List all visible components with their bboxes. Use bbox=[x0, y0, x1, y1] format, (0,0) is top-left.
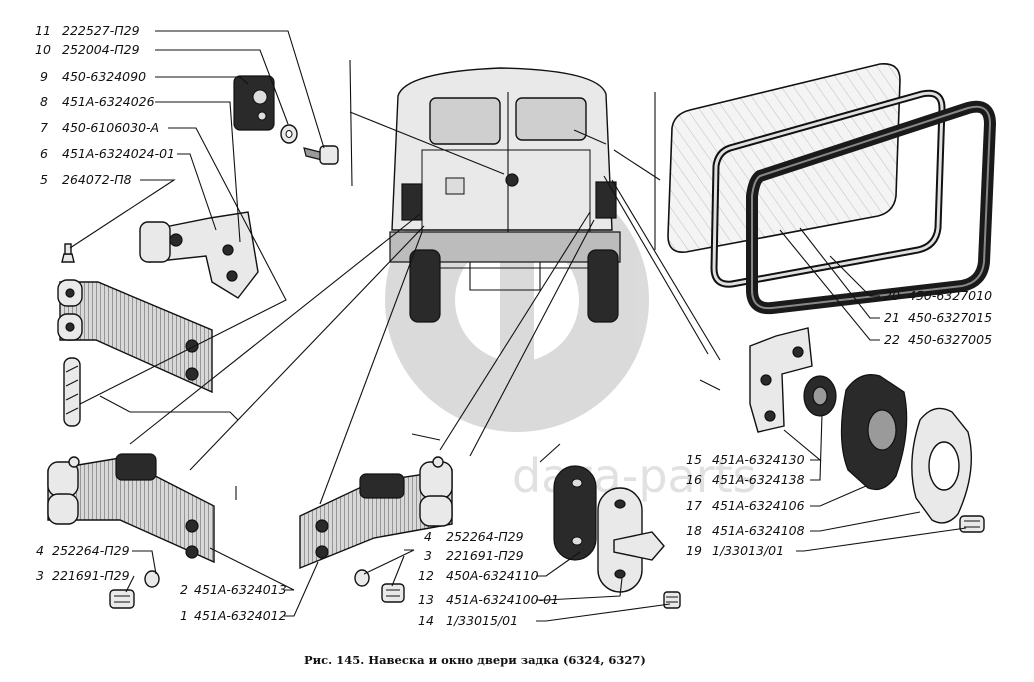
pad-12 bbox=[553, 465, 597, 561]
callout-3-left-code: 221691-П29 bbox=[52, 568, 130, 583]
bracket-15 bbox=[749, 327, 813, 433]
callout-4-right-code: 252264-П29 bbox=[446, 529, 524, 544]
frame-22 bbox=[746, 100, 997, 315]
callout-4-right: 4 bbox=[424, 529, 432, 544]
callout-13: 13 bbox=[418, 592, 434, 607]
callout-6: 6 bbox=[40, 146, 48, 161]
callout-11: 11 bbox=[35, 23, 51, 38]
figure-caption: Рис. 145. Навеска и окно двери задка (63… bbox=[304, 653, 646, 667]
screw-19 bbox=[959, 515, 985, 533]
callout-15: 15 bbox=[686, 452, 702, 467]
washer-4-left bbox=[144, 570, 160, 588]
callout-1: 1 bbox=[180, 608, 188, 623]
callout-21: 21 bbox=[884, 310, 900, 325]
callout-12-code: 450А-6324110 bbox=[446, 568, 539, 583]
callout-11-code: 222527-П29 bbox=[62, 23, 140, 38]
callout-12: 12 bbox=[418, 568, 434, 583]
callout-4-left-code: 252264-П29 bbox=[52, 543, 130, 558]
callout-10-code: 252004-П29 bbox=[62, 42, 140, 57]
callout-6-code: 451А-6324024-01 bbox=[62, 146, 175, 161]
buffer-16 bbox=[803, 375, 837, 417]
cap-9 bbox=[233, 75, 275, 131]
hinge-1-2-left bbox=[47, 453, 215, 564]
window-glass-20 bbox=[667, 63, 901, 253]
callout-17: 17 bbox=[686, 498, 702, 513]
hinge-bracket-6 bbox=[139, 211, 259, 299]
hinge-leaf-upper bbox=[57, 279, 213, 394]
callout-22: 22 bbox=[884, 332, 900, 347]
callout-22-code: 450-6327005 bbox=[908, 332, 992, 347]
vehicle-rear-view bbox=[389, 67, 621, 323]
callout-19-code: 1/33013/01 bbox=[712, 543, 784, 558]
hinge-1-2-right bbox=[299, 456, 453, 570]
callout-5-code: 264072-П8 bbox=[62, 172, 132, 187]
screw-14 bbox=[663, 591, 681, 609]
grease-nipple-5 bbox=[61, 243, 75, 263]
callout-19: 19 bbox=[686, 543, 702, 558]
callout-20: 20 bbox=[884, 288, 900, 303]
callout-14-code: 1/33015/01 bbox=[446, 613, 518, 628]
callout-7-code: 450-6106030-А bbox=[62, 120, 159, 135]
callout-16: 16 bbox=[686, 472, 702, 487]
callout-2-code: 451А-6324013 bbox=[194, 582, 287, 597]
washer-10 bbox=[280, 124, 298, 144]
callout-10: 10 bbox=[35, 42, 51, 57]
callout-3-right: 3 bbox=[424, 548, 432, 563]
retainer-17 bbox=[840, 374, 908, 491]
bolt-3-right bbox=[381, 583, 405, 603]
washer-4-right bbox=[354, 569, 370, 587]
bolt-3-left bbox=[109, 589, 135, 609]
callout-16-code: 451А-6324138 bbox=[712, 472, 805, 487]
callout-7: 7 bbox=[40, 120, 48, 135]
callout-8: 8 bbox=[40, 94, 48, 109]
bolt-11 bbox=[303, 145, 339, 165]
callout-3-left: 3 bbox=[36, 568, 44, 583]
seal-21 bbox=[710, 89, 946, 288]
callout-8-code: 451А-6324026 bbox=[62, 94, 155, 109]
callout-3-right-code: 221691-П29 bbox=[446, 548, 524, 563]
callout-2: 2 bbox=[180, 582, 188, 597]
callout-14: 14 bbox=[418, 613, 434, 628]
callout-5: 5 bbox=[40, 172, 48, 187]
callout-20-code: 450-6327010 bbox=[908, 288, 992, 303]
callout-9: 9 bbox=[40, 69, 48, 84]
gasket-18 bbox=[911, 407, 972, 524]
hinge-pin-7 bbox=[63, 357, 81, 427]
callout-15-code: 451А-6324130 bbox=[712, 452, 805, 467]
callout-18: 18 bbox=[686, 523, 702, 538]
callout-4-left: 4 bbox=[36, 543, 44, 558]
callout-18-code: 451А-6324108 bbox=[712, 523, 805, 538]
callout-1-code: 451А-6324012 bbox=[194, 608, 287, 623]
callout-21-code: 450-6327015 bbox=[908, 310, 992, 325]
callout-labels: 11 222527-П29 10 252004-П29 9 450-632409… bbox=[35, 23, 992, 628]
striker-13 bbox=[597, 487, 665, 593]
callout-13-code: 451А-6324100-01 bbox=[446, 592, 559, 607]
callout-9-code: 450-6324090 bbox=[62, 69, 146, 84]
callout-17-code: 451А-6324106 bbox=[712, 498, 805, 513]
leader-lines bbox=[69, 30, 967, 622]
